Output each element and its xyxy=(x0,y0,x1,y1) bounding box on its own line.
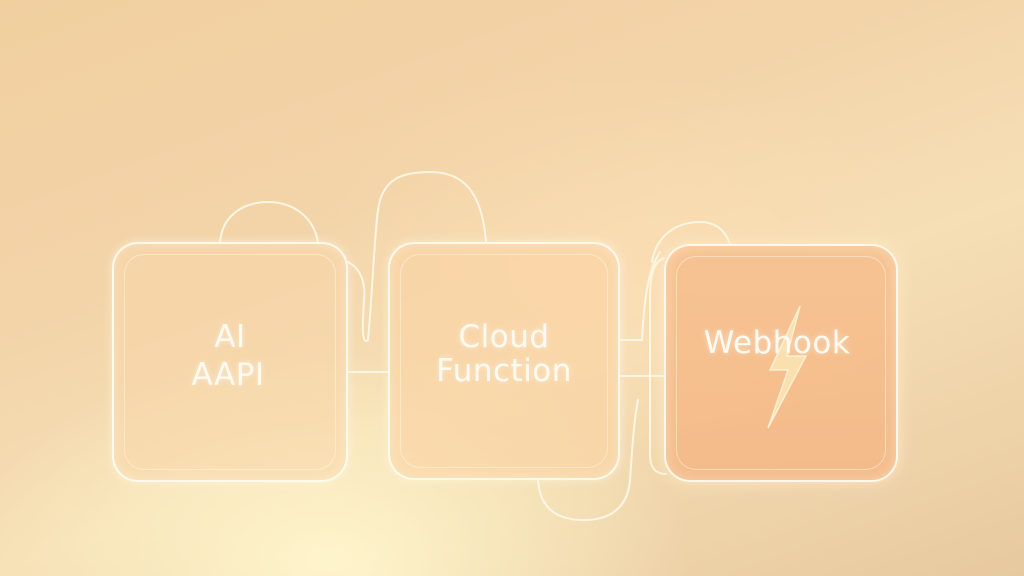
ai-api-label-line-1: AI xyxy=(214,319,246,355)
lightning-bolt-icon xyxy=(767,305,808,429)
cloud-function-label-line-1: Cloud xyxy=(458,319,550,355)
cloud-function-label-line-2: Function xyxy=(436,353,572,389)
connector-loop-webhook-top xyxy=(651,220,731,263)
connector-cloud-webhook-upper xyxy=(619,251,661,341)
webhook-node-inner-frame xyxy=(676,256,886,470)
ai-api-label-line-2: AAPI xyxy=(191,357,265,393)
webhook-label: Webhook xyxy=(703,325,851,361)
ai-api-node: AI AAPI xyxy=(112,242,348,482)
cloud-function-node: Cloud Function xyxy=(388,242,620,480)
webhook-node: Webhook xyxy=(664,244,898,482)
connector-cloud-bottom-loop xyxy=(537,399,639,522)
cloud-function-node-inner-frame xyxy=(400,254,608,468)
connector-loop-ai-top xyxy=(219,200,319,244)
connector-webhook-bracket xyxy=(649,257,667,475)
connector-ai-cloud-top xyxy=(347,170,487,342)
ai-api-node-inner-frame xyxy=(124,254,336,470)
